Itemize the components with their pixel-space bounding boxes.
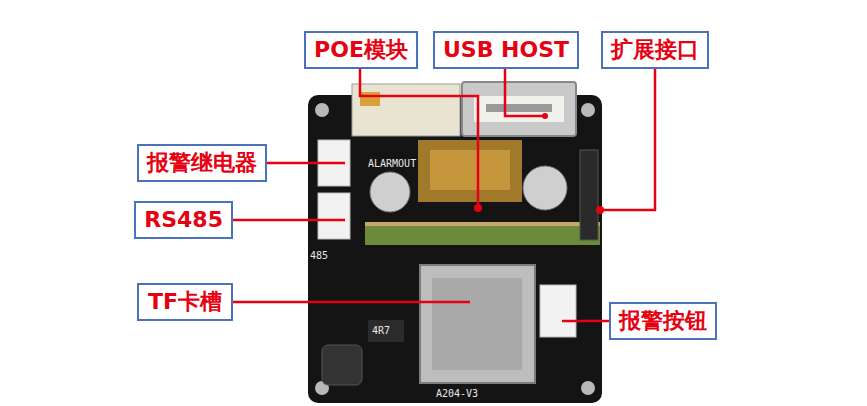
usb-connector [474, 96, 564, 122]
expansion-connector [580, 150, 598, 240]
tf-card-slot [420, 265, 535, 383]
leader-dot [474, 204, 482, 212]
relay-callout: 报警继电器 [137, 144, 267, 182]
inductor [322, 320, 404, 385]
poe-module [365, 140, 600, 245]
callout-text: POE模块 [314, 37, 408, 63]
poe-module [523, 166, 567, 210]
button-callout: 报警按钮 [609, 302, 717, 340]
leader-dot [474, 113, 604, 214]
circuit-board [308, 95, 602, 403]
poe-module [430, 150, 510, 190]
poe-module [365, 225, 600, 245]
silkscreen-label: 485 [310, 250, 328, 262]
leader-dot [596, 206, 604, 214]
leader-line [505, 68, 545, 116]
button-connector [540, 285, 576, 337]
leader-line [233, 301, 470, 304]
leader-line [233, 219, 345, 222]
silkscreen-label: ALARMOUT [368, 158, 416, 170]
leader-line [267, 162, 345, 165]
relay [352, 84, 460, 136]
poe-module [370, 172, 410, 212]
callout-text: 扩展接口 [611, 37, 699, 63]
circuit-board [315, 103, 329, 117]
leader-line [360, 68, 478, 206]
inductor [368, 320, 404, 342]
callout-text: USB HOST [443, 37, 569, 63]
leader-dot [542, 113, 548, 119]
silkscreen-label: A204-V3 [436, 388, 478, 400]
callout-text: RS485 [144, 207, 223, 233]
callout-text: 报警继电器 [147, 150, 257, 176]
poe-module [418, 140, 522, 202]
jst-connector [318, 193, 350, 239]
circuit-board [308, 95, 602, 403]
callout-text: 报警按钮 [619, 308, 707, 334]
tf-callout: TF卡槽 [137, 283, 233, 321]
expansion-connector [580, 150, 598, 240]
inductor [322, 345, 362, 385]
poe-callout: POE模块 [304, 31, 418, 69]
rs485-callout: RS485 [134, 201, 233, 239]
leader-line [562, 320, 609, 323]
relay [352, 84, 460, 136]
leader-line [233, 68, 655, 321]
tf-card-slot [432, 278, 522, 370]
silkscreen-label: 4R7 [372, 325, 390, 337]
usb-connector [486, 104, 552, 112]
button-connector [540, 285, 576, 337]
leader-line [600, 68, 655, 210]
relay [360, 92, 380, 106]
poe-module [365, 222, 600, 226]
tf-card-slot [420, 265, 535, 383]
circuit-board [581, 381, 595, 395]
jst-connector [318, 140, 350, 239]
circuit-board [581, 103, 595, 117]
expansion-callout: 扩展接口 [601, 31, 709, 69]
usb-callout: USB HOST [433, 31, 579, 69]
callout-text: TF卡槽 [147, 289, 223, 315]
